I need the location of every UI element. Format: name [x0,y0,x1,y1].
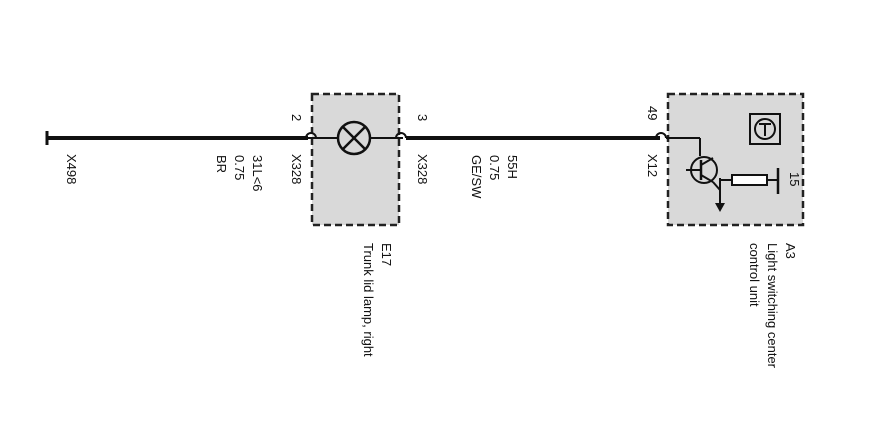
control-unit-name-line2: control unit [747,243,762,307]
module-symbol-icon [749,113,781,145]
lamp-component-e17 [305,92,407,227]
transistor-icon [686,156,718,184]
lamp-pin-left: 2 [289,114,304,121]
pin-bump-left [305,132,317,139]
control-unit-pin-input: 49 [645,106,660,120]
ground-connector-label: X498 [64,154,79,184]
lamp-box [310,92,401,227]
pin-bump-right [395,132,407,139]
lamp-icon [336,120,372,156]
control-unit-id: A3 [783,243,798,259]
wire-left-circuit: 31L<6 [250,155,265,192]
wire-left-gauge: 0.75 [232,155,247,180]
ground-arrow-icon [715,203,725,212]
control-unit-box [666,92,805,227]
control-unit-name-line1: Light switching center [765,243,780,369]
wire-left-color: BR [214,155,229,173]
wire-right-color: GE/SW [469,155,484,199]
lamp-pin-right: 3 [415,114,430,121]
lamp-connector-right: X328 [415,154,430,184]
control-unit-pin-output: 15 [787,172,802,186]
control-unit-connector: X12 [645,154,660,177]
wire-right-gauge: 0.75 [487,155,502,180]
lamp-id: E17 [379,243,394,266]
lamp-name: Trunk lid lamp, right [361,243,376,357]
pin-bump-49 [655,132,667,139]
resistor-icon [731,174,768,186]
lamp-connector-left: X328 [289,154,304,184]
wire-right-circuit: 55H [505,155,520,179]
control-unit-a3 [655,92,805,227]
